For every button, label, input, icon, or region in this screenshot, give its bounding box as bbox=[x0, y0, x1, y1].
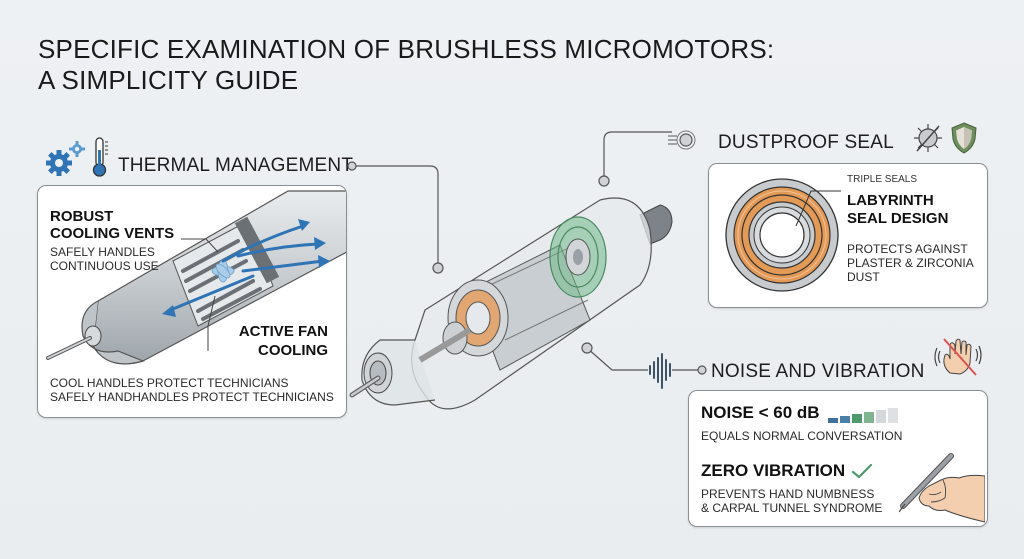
thermometer-icon bbox=[92, 136, 110, 178]
dust-desc-line-2: PLASTER & ZIRCONIA bbox=[847, 256, 974, 270]
vibration-desc: PREVENTS HAND NUMBNESS & CARPAL TUNNEL S… bbox=[701, 487, 882, 515]
level-bar-2 bbox=[839, 416, 850, 423]
checkmark-icon bbox=[851, 463, 873, 479]
page-title: SPECIFIC EXAMINATION OF BRUSHLESS MICROM… bbox=[38, 34, 774, 96]
noise-title: NOISE < 60 dB bbox=[701, 403, 820, 422]
thermal-footer: COOL HANDLES PROTECT TECHNICIANS SAFELY … bbox=[50, 376, 334, 404]
vents-desc-line-1: SAFELY HANDLES bbox=[50, 245, 155, 259]
dust-card: TRIPLE SEALS LABYRINTH SEAL DESIGN PROTE… bbox=[708, 163, 988, 308]
no-vibration-hand-icon bbox=[934, 335, 986, 377]
noise-heading: NOISE AND VIBRATION bbox=[711, 361, 925, 382]
vibration-desc-line-1: PREVENTS HAND NUMBNESS bbox=[701, 487, 875, 501]
labyrinth-title: LABYRINTH SEAL DESIGN bbox=[847, 192, 948, 228]
noise-level-meter bbox=[827, 408, 898, 423]
level-bar-1 bbox=[827, 418, 838, 423]
labyrinth-seal-icon bbox=[725, 178, 841, 292]
sound-wave-icon bbox=[649, 353, 671, 389]
dust-desc: PROTECTS AGAINST PLASTER & ZIRCONIA DUST bbox=[847, 242, 974, 284]
vents-desc: SAFELY HANDLES CONTINUOUS USE bbox=[50, 245, 159, 273]
vibration-title: ZERO VIBRATION bbox=[701, 461, 846, 480]
handpiece-illustration bbox=[46, 190, 346, 365]
fan-title-line-1: ACTIVE FAN bbox=[238, 323, 328, 340]
dust-desc-line-1: PROTECTS AGAINST bbox=[847, 242, 968, 256]
fan-title-line-2: COOLING bbox=[258, 342, 328, 359]
dust-heading: DUSTPROOF SEAL bbox=[718, 132, 894, 153]
title-line-2: A SIMPLICITY GUIDE bbox=[38, 65, 299, 95]
vibration-desc-line-2: & CARPAL TUNNEL SYNDROME bbox=[701, 501, 883, 515]
shield-icon bbox=[950, 121, 978, 155]
no-germs-icon bbox=[911, 121, 945, 155]
thermal-heading: THERMAL MANAGEMENT bbox=[118, 155, 354, 176]
vents-title-line-2: COOLING VENTS bbox=[50, 225, 175, 242]
hand-holding-handpiece-illustration bbox=[899, 453, 985, 523]
thermal-footer-line-2: SAFELY HANDHANDLES PROTECT TECHNICIANS bbox=[50, 390, 334, 404]
level-bar-6 bbox=[887, 408, 898, 423]
dust-desc-line-3: DUST bbox=[847, 270, 880, 284]
noise-row: NOISE < 60 dB bbox=[701, 403, 898, 423]
vents-title-line-1: ROBUST bbox=[50, 208, 114, 225]
labyrinth-title-line-2: SEAL DESIGN bbox=[847, 210, 949, 227]
title-line-1: SPECIFIC EXAMINATION OF BRUSHLESS MICROM… bbox=[38, 34, 775, 64]
thermal-card: ROBUST COOLING VENTS SAFELY HANDLES CONT… bbox=[37, 185, 347, 418]
noise-card: NOISE < 60 dB EQUALS NORMAL CONVERSATION… bbox=[688, 390, 988, 527]
gears-icon bbox=[44, 140, 90, 178]
level-bar-3 bbox=[851, 414, 862, 423]
noise-desc: EQUALS NORMAL CONVERSATION bbox=[701, 429, 903, 443]
labyrinth-title-line-1: LABYRINTH bbox=[847, 192, 934, 209]
triple-seals-label: TRIPLE SEALS bbox=[847, 174, 918, 185]
vents-desc-line-2: CONTINUOUS USE bbox=[50, 259, 159, 273]
level-bar-5 bbox=[875, 410, 886, 423]
vibration-row: ZERO VIBRATION bbox=[701, 461, 873, 481]
thermal-footer-line-1: COOL HANDLES PROTECT TECHNICIANS bbox=[50, 376, 289, 390]
vents-title: ROBUST COOLING VENTS bbox=[50, 208, 174, 242]
fan-title: ACTIVE FAN COOLING bbox=[239, 322, 328, 360]
level-bar-4 bbox=[863, 412, 874, 423]
